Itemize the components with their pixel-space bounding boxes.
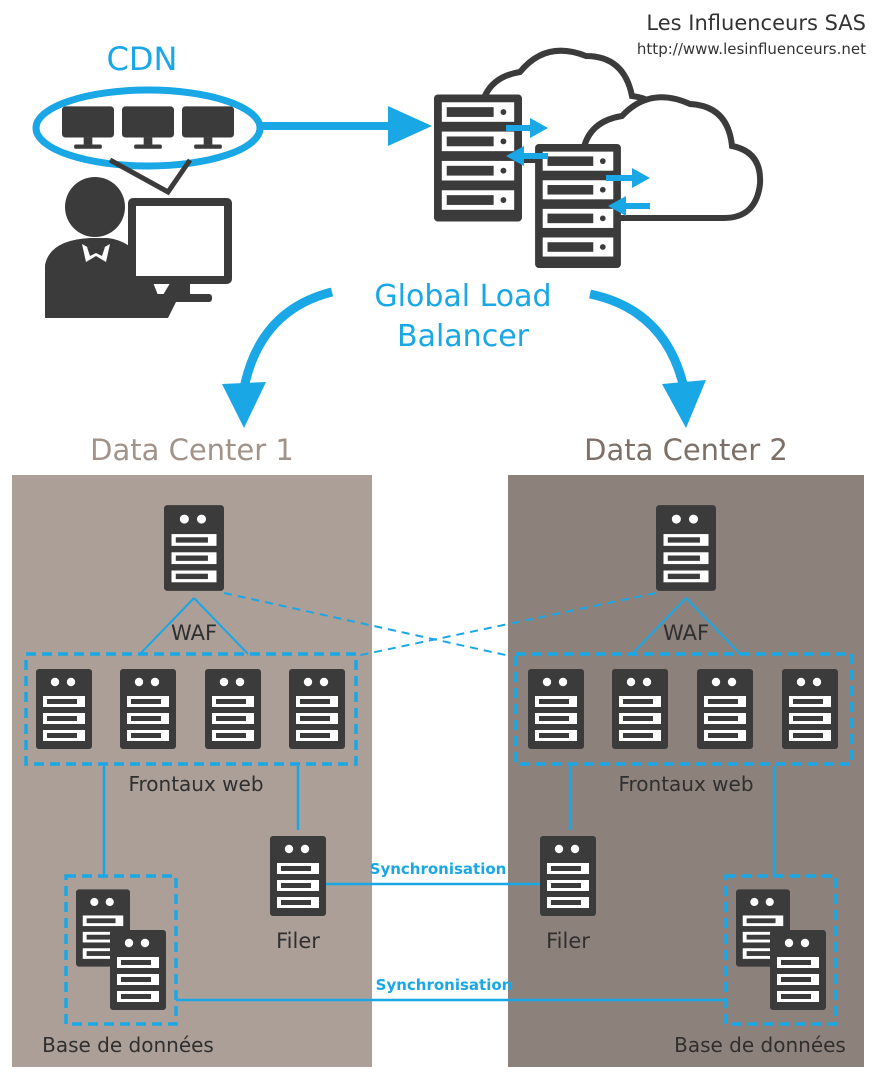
dc1-waf-server-icon <box>164 505 224 591</box>
dc2-frontends-label: Frontaux web <box>618 772 753 796</box>
dc1-waf-label: WAF <box>171 621 217 645</box>
dc1-filer-server-icon <box>270 836 326 916</box>
user-icon <box>45 177 198 318</box>
dc1-db-box <box>64 874 178 1026</box>
dc1-title: Data Center 1 <box>90 433 294 467</box>
dc2-frontend-server-icon <box>528 669 584 749</box>
lb-label-line1: Global Load <box>374 279 551 314</box>
dc2-title: Data Center 2 <box>584 433 788 467</box>
db-sync-label: Synchronisation <box>376 976 513 994</box>
dc2-frontend-server-icon <box>782 669 838 749</box>
lb-to-dc1-arrow <box>239 287 334 389</box>
dc1-frontends-box <box>24 652 358 766</box>
dc2-waf-server-icon <box>656 505 716 591</box>
load-balancer-servers <box>434 94 650 268</box>
waf2-to-frontends1-link <box>355 592 657 657</box>
dc2-filer-server-icon <box>540 836 596 916</box>
dc2-db-server-icon <box>770 930 826 1010</box>
cdn-node-icon <box>122 106 174 149</box>
cdn-group <box>32 86 264 196</box>
dc1-db-label: Base de données <box>42 1033 214 1057</box>
cdn-node-icon <box>182 106 234 149</box>
cdn-label: CDN <box>107 40 178 78</box>
dc2-db-label: Base de données <box>674 1033 846 1057</box>
company-url: http://www.lesinfluenceurs.net <box>637 40 866 58</box>
lb-to-dc2-arrow <box>589 289 689 390</box>
dc2-filer-label: Filer <box>546 929 590 953</box>
cdn-ellipse <box>32 86 264 170</box>
dc2-frontend-server-icon <box>612 669 668 749</box>
dc2-waf-label: WAF <box>663 621 709 645</box>
dc1-frontends-label: Frontaux web <box>128 772 263 796</box>
lb-server-icon <box>434 94 522 222</box>
company-name: Les Influenceurs SAS <box>646 11 866 35</box>
dc1-frontend-server-icon <box>289 669 345 749</box>
dc1-frontend-server-icon <box>120 669 176 749</box>
dc1-db-server-icon <box>110 930 166 1010</box>
dc2-db-box <box>724 874 838 1026</box>
lb-label-line2: Balancer <box>397 319 530 354</box>
filer-sync-label: Synchronisation <box>370 860 507 878</box>
cdn-node-icon <box>62 106 114 149</box>
dc2-frontends-box <box>514 652 854 766</box>
dc1-frontend-server-icon <box>205 669 261 749</box>
dc2-frontend-server-icon <box>697 669 753 749</box>
computer-icon <box>128 198 232 302</box>
waf1-to-frontends2-link <box>223 592 511 657</box>
dc1-filer-label: Filer <box>276 929 320 953</box>
dc1-frontend-server-icon <box>36 669 92 749</box>
